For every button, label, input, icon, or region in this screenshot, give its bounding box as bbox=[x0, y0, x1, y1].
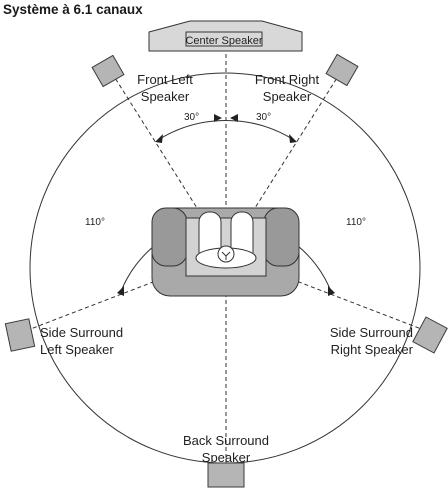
front-right-arc-arrowhead bbox=[289, 134, 297, 143]
listening-position bbox=[151, 207, 300, 297]
front-left-label-line2: Speaker bbox=[141, 89, 190, 104]
side-left-angle-label: 110° bbox=[85, 217, 105, 228]
side-left-label-line2: Left Speaker bbox=[40, 342, 114, 357]
back-speaker-box bbox=[207, 462, 245, 488]
side-left-arc-arrowhead bbox=[117, 286, 124, 296]
diagram-title: Système à 6.1 canaux bbox=[3, 2, 143, 17]
side-right-angle-label: 110° bbox=[346, 217, 366, 228]
front-right-speaker bbox=[325, 53, 359, 87]
side-right-label-line1: Side Surround bbox=[330, 325, 413, 340]
listener-head bbox=[217, 245, 235, 263]
sofa-right-arm bbox=[263, 207, 300, 267]
center-left-arrowhead bbox=[214, 114, 222, 122]
front-right-speaker-box bbox=[325, 53, 359, 87]
center-speaker-label: Center Speaker bbox=[185, 35, 262, 47]
front-left-speaker bbox=[91, 54, 125, 88]
sofa-left-arm bbox=[151, 207, 188, 267]
center-speaker-label-box bbox=[185, 31, 263, 47]
front-left-arc-arrowhead bbox=[155, 134, 163, 143]
side-left-speaker bbox=[4, 318, 36, 352]
side-left-speaker-box bbox=[4, 318, 36, 352]
front-right-angle-label: 30° bbox=[256, 112, 271, 123]
front-angle-arc bbox=[155, 114, 297, 143]
side-left-label-line1: Side Surround bbox=[40, 325, 123, 340]
back-label-line2: Speaker bbox=[202, 450, 251, 465]
back-speaker bbox=[207, 462, 245, 488]
front-left-speaker-box bbox=[91, 54, 125, 88]
back-label-line1: Back Surround bbox=[183, 433, 269, 448]
center-speaker: Center Speaker bbox=[148, 20, 303, 52]
listener-nose bbox=[221, 251, 231, 260]
side-right-arc-arrowhead bbox=[328, 286, 335, 296]
front-right-label-line1: Front Right bbox=[255, 72, 320, 87]
center-right-arrowhead bbox=[230, 114, 238, 122]
side-right-label-line2: Right Speaker bbox=[331, 342, 414, 357]
front-left-label-line1: Front Left bbox=[137, 72, 193, 87]
front-right-label-line2: Speaker bbox=[263, 89, 312, 104]
side-right-speaker-box bbox=[412, 316, 448, 354]
side-right-speaker bbox=[412, 316, 448, 354]
front-left-angle-label: 30° bbox=[184, 112, 199, 123]
